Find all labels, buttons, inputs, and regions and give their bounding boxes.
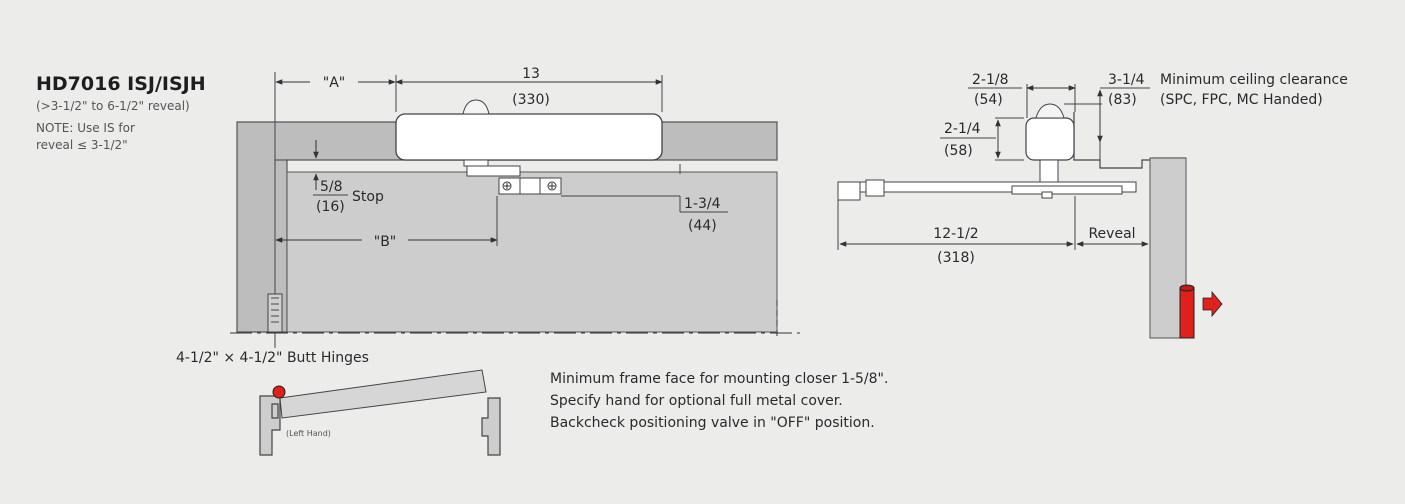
door-panel [286,171,778,333]
dim-2-1-8-mm: (54) [974,92,1003,108]
dim-2-1-4: 2-1/4 [944,121,981,137]
front-view: 13 (330) "A" 5/8 (16) Stop "B" 1-3/4 (44… [176,66,800,366]
butt-hinges [267,293,283,333]
dim-12-1-2: 12-1/2 [933,226,978,242]
dim-b: "B" [374,234,396,250]
dim-2-1-4-mm: (58) [944,143,973,159]
dim-13-mm: (330) [512,92,550,108]
ceiling-clearance-label: Minimum ceiling clearance [1160,72,1348,88]
hinge-label: 4-1/2" × 4-1/2" Butt Hinges [176,350,369,366]
note-line-1: NOTE: Use IS for [36,121,135,135]
note-frame-face: Minimum frame face for mounting closer 1… [550,371,888,387]
note-line-2: reveal ≤ 3-1/2" [36,138,128,152]
swing-arrow-icon [1202,290,1223,318]
arm-bracket [466,165,521,177]
hand-label: (Left Hand) [286,429,331,438]
closer-side-body [1025,117,1075,161]
dim-a: "A" [323,75,345,91]
reveal-label: Reveal [1088,226,1135,242]
dim-stop-mm: (16) [316,199,345,215]
product-title: HD7016 ISJ/ISJH [36,73,206,95]
dim-13: 13 [522,66,540,82]
plan-door-leaf [279,369,487,419]
closer-body [395,113,663,161]
ceiling-clearance-types: (SPC, FPC, MC Handed) [1160,92,1323,108]
plan-frame-right [481,397,501,456]
dim-12-1-2-mm: (318) [937,250,975,266]
plan-frame-left [259,395,281,456]
hinge-pivot-icon [272,385,286,399]
note-metal-cover: Specify hand for optional full metal cov… [550,393,843,409]
dim-3-1-4-mm: (83) [1108,92,1137,108]
dim-1-3-4-mm: (44) [688,218,717,234]
dim-2-1-8: 2-1/8 [972,72,1009,88]
reveal-range: (>3-1/2" to 6-1/2" reveal) [36,99,190,113]
stop-label: Stop [352,189,384,205]
side-view: 2-1/8 (54) 2-1/4 (58) 3-1/4 (83) Minimum… [837,72,1348,339]
plan-view: (Left Hand) [259,369,501,456]
dim-stop: 5/8 [320,179,343,195]
pinion-cap [462,99,490,115]
dim-3-1-4: 3-1/4 [1108,72,1145,88]
note-backcheck: Backcheck positioning valve in "OFF" pos… [550,415,875,431]
hinge-pin-red [1179,287,1195,339]
dim-1-3-4: 1-3/4 [684,196,721,212]
